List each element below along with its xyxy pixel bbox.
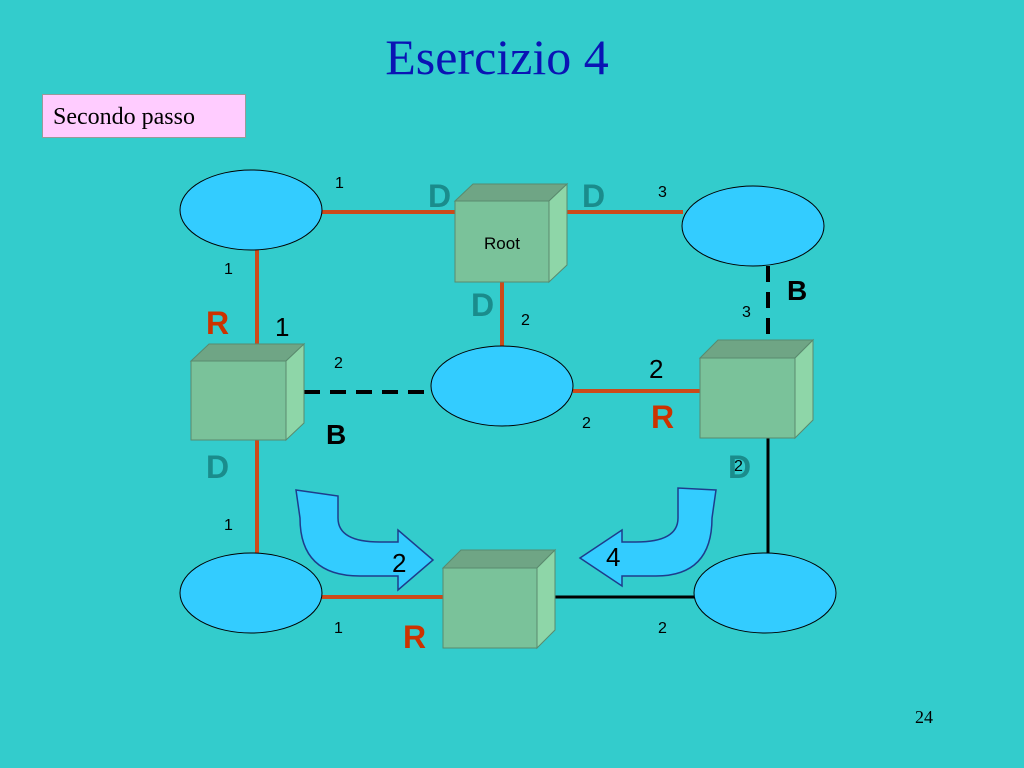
arrow-label: 4: [606, 542, 620, 572]
bridge-left: [189, 342, 306, 442]
arrow-label: 2: [392, 548, 406, 578]
designated-label: D: [471, 287, 494, 323]
blocked-label: B: [326, 419, 346, 450]
root-port-label: R: [403, 619, 426, 655]
root-port-label: R: [206, 305, 229, 341]
page-number: 24: [915, 707, 933, 727]
bridge-root: Root: [453, 182, 569, 284]
port-label: 1: [224, 261, 233, 278]
port-label: 1: [224, 517, 233, 534]
root-label: Root: [484, 234, 520, 253]
bridge-bottom: [441, 548, 557, 650]
lan-bottom-right: [693, 552, 837, 634]
lan-top-left: [179, 169, 323, 251]
lan-center: [430, 345, 574, 427]
port-label: 2: [649, 354, 663, 384]
slide-title: Esercizio 4: [0, 28, 1024, 86]
links: [255, 210, 770, 599]
slide-title-text: Esercizio 4: [385, 29, 609, 85]
lan-top-right: [681, 185, 825, 267]
port-label: 1: [334, 620, 343, 637]
root-port-label: R: [651, 399, 674, 435]
port-label: 3: [658, 184, 667, 201]
port-label: 2: [734, 458, 743, 475]
blocked-labels: B B: [326, 275, 807, 450]
designated-label: D: [206, 449, 229, 485]
port-label: 1: [335, 175, 344, 192]
port-label: 2: [334, 355, 343, 372]
designated-label: D: [728, 449, 751, 485]
designated-label: D: [428, 178, 451, 214]
port-labels-large: 1 2 2 4: [275, 312, 663, 578]
lans: [179, 169, 837, 634]
role-labels: D D D D D R R R: [206, 178, 751, 655]
port-label: 2: [582, 415, 591, 432]
blocked-label: B: [787, 275, 807, 306]
curved-arrow-left: [295, 489, 435, 592]
port-labels: 1 1 3 3 2 2 2 2 1 1 2: [224, 175, 751, 637]
curved-arrow-right: [578, 487, 717, 588]
designated-label: D: [582, 178, 605, 214]
port-label: 2: [521, 312, 530, 329]
port-label: 1: [275, 312, 289, 342]
lan-bottom-left: [179, 552, 323, 634]
port-label: 3: [742, 304, 751, 321]
bridge-right: [698, 338, 815, 440]
port-label: 2: [658, 620, 667, 637]
subtitle-box: Secondo passo: [42, 94, 246, 138]
